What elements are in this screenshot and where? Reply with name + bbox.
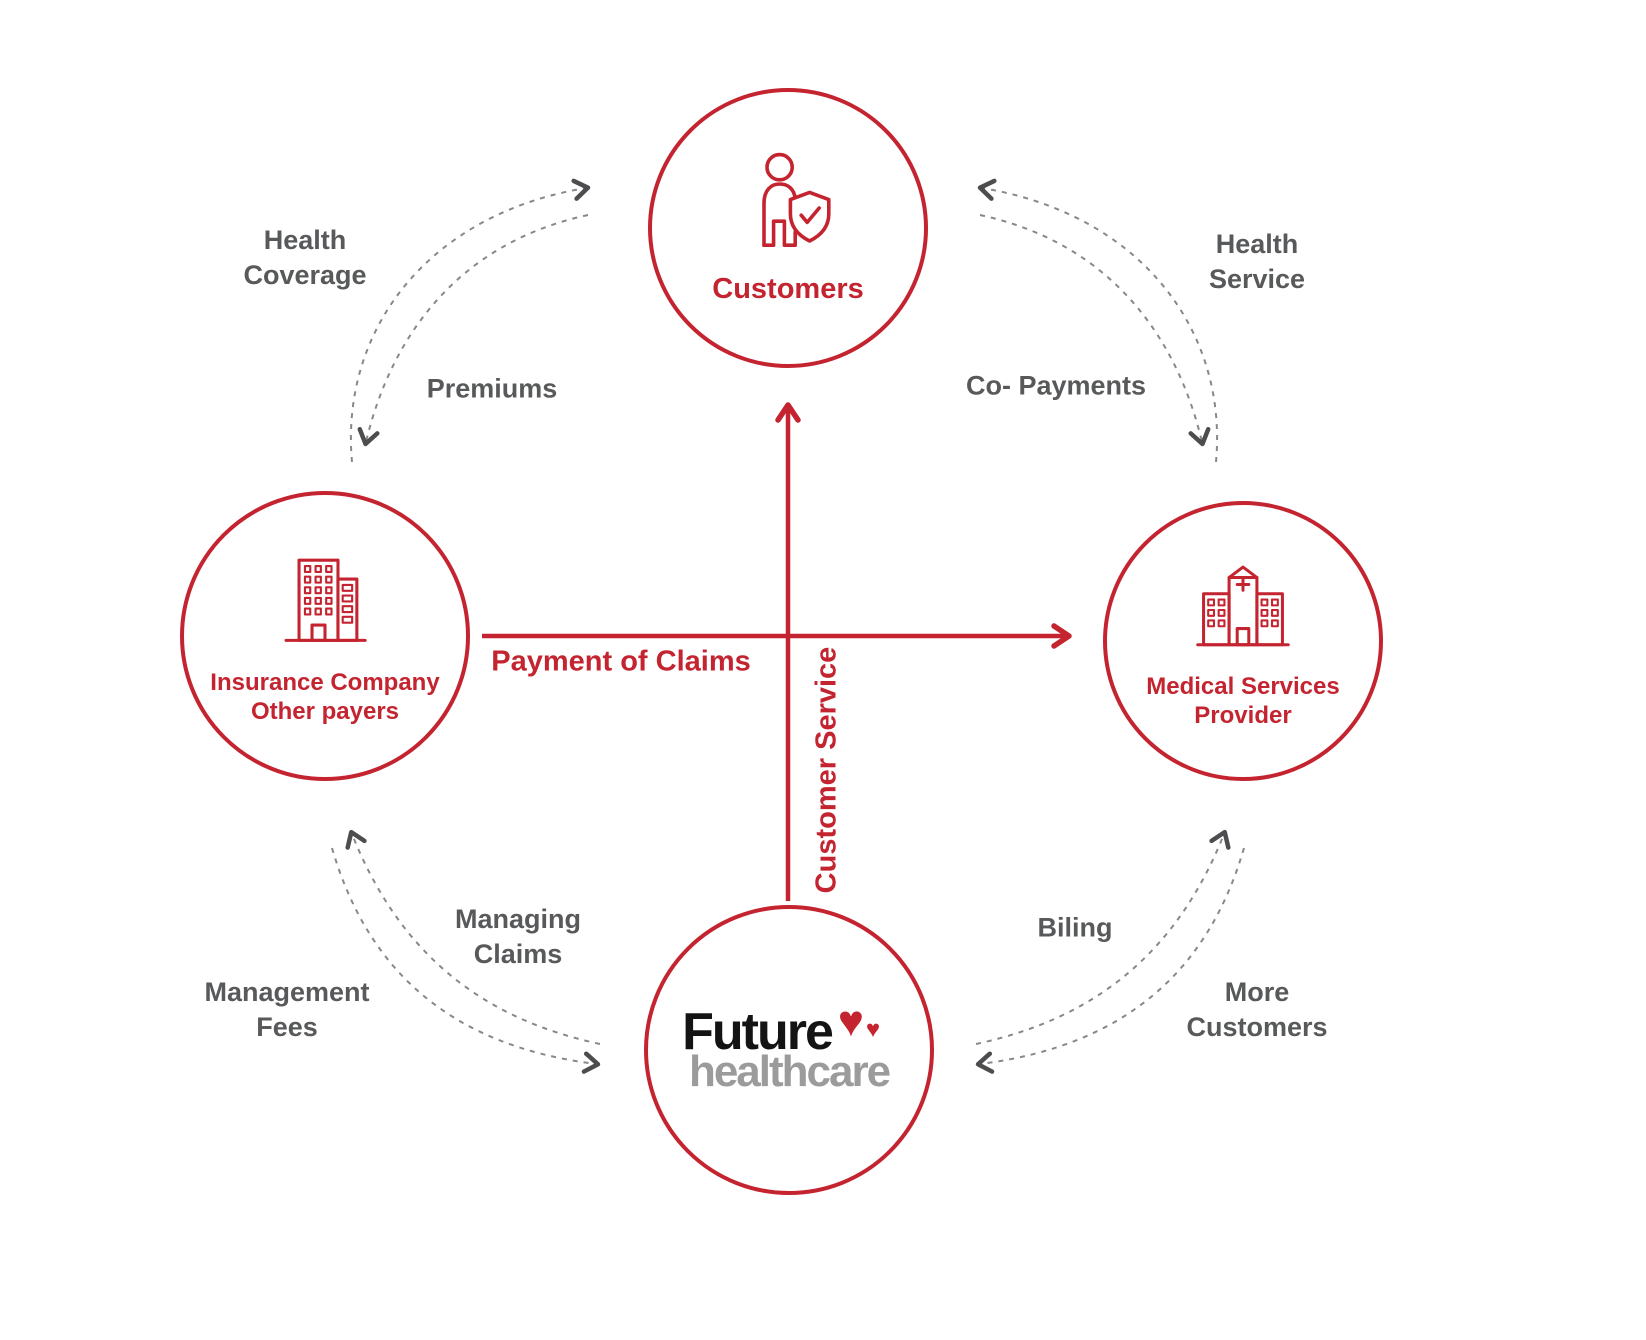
insurance-node: Insurance Company Other payers [180, 491, 470, 781]
insurance-label: Insurance Company Other payers [210, 668, 440, 725]
hospital-icon [1185, 552, 1301, 668]
medical-node: Medical Services Provider [1103, 501, 1383, 781]
heart-icon: ♥♥ [837, 997, 881, 1046]
medical-label: Medical Services Provider [1146, 672, 1340, 729]
person-with-shield-icon [728, 148, 848, 268]
building-icon [266, 546, 384, 664]
customers-label: Customers [712, 273, 864, 306]
health-coverage-arrow [349, 178, 591, 463]
customer-service-label: Customer Service [810, 646, 843, 894]
biling-arrow [975, 829, 1231, 1045]
premiums-label: Premiums [426, 373, 558, 404]
management-fees-arrow [331, 847, 601, 1074]
more-customers-arrow [975, 847, 1245, 1074]
health-service-arrow [977, 178, 1219, 463]
payment-of-claims-label: Payment of Claims [491, 645, 751, 678]
co-payments-label: Co- Payments [965, 370, 1147, 401]
logo-future-text: Future [682, 1003, 834, 1061]
future-healthcare-logo: Future ♥♥ healthcare [682, 997, 896, 1096]
premiums-arrow [357, 214, 589, 447]
logo-healthcare-text: healthcare [688, 1047, 891, 1096]
co-payments-arrow [979, 214, 1211, 447]
managing-claims-arrow [345, 829, 601, 1045]
future-healthcare-node: Future ♥♥ healthcare [644, 905, 934, 1195]
biling-label: Biling [1037, 912, 1113, 943]
customers-node: Customers [648, 88, 928, 368]
